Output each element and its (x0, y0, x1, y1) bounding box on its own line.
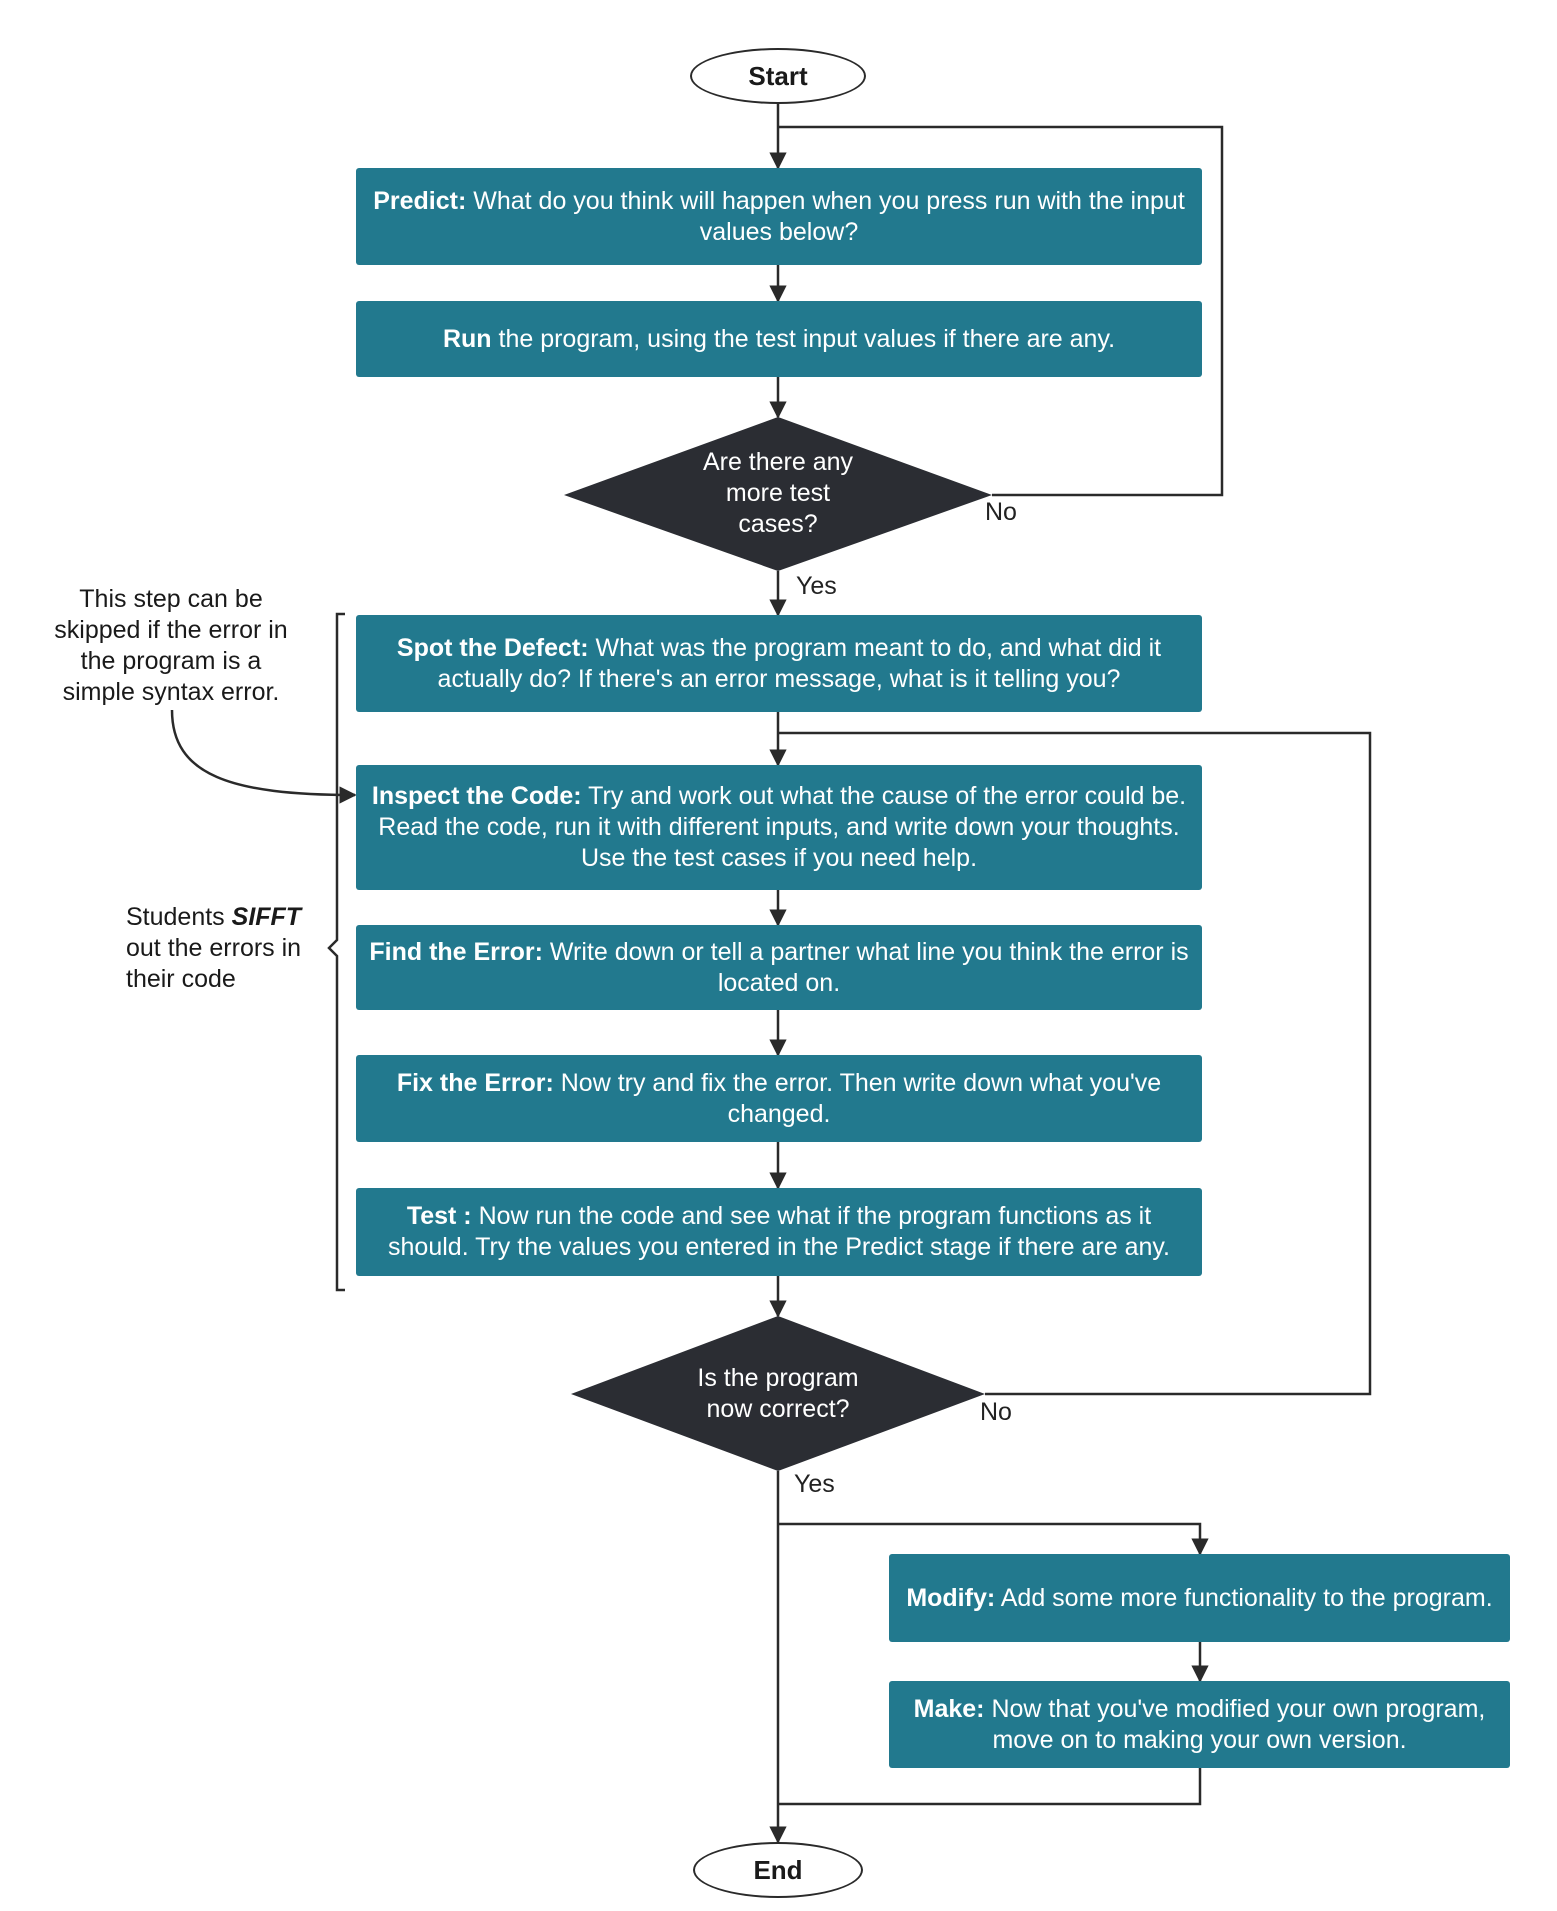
sifft-note-prefix: Students (126, 903, 232, 931)
run-text: the program, using the test input values… (491, 324, 1116, 353)
spot-label: Spot the Defect: (396, 633, 589, 662)
arrow-no-loop-to-inspect (778, 731, 1372, 1396)
modify-step: Modify: Add some more functionality to t… (889, 1554, 1510, 1642)
decision-correct-shape (571, 1316, 985, 1471)
inspect-step: Inspect the Code: Try and work out what … (356, 765, 1202, 890)
spot-text: What was the program meant to do, and wh… (437, 633, 1162, 693)
run-label: Run (442, 324, 492, 353)
arrow-no-loop-to-predict (778, 125, 1224, 497)
predict-step: Predict: What do you think will happen w… (356, 168, 1202, 265)
edge-label-yes-2: Yes (794, 1470, 835, 1498)
edge-label-no-2: No (980, 1398, 1012, 1426)
start-terminal: Start (690, 48, 866, 104)
sifft-note-suffix: out the errors in their code (126, 934, 302, 993)
fix-label: Fix the Error: (396, 1068, 554, 1097)
arrow-branch-to-modify (778, 1522, 1209, 1556)
make-label: Make: (913, 1694, 985, 1723)
decision-more-tests-shape (564, 417, 992, 571)
test-label: Test : (406, 1202, 472, 1230)
fix-text: Now try and fix the error. Then write do… (553, 1068, 1162, 1128)
test-step: Test : Now run the code and see what if … (356, 1188, 1202, 1276)
sifft-note: Students SIFFT out the errors in their c… (126, 902, 326, 995)
test-text: Now run the code and see what if the pro… (388, 1202, 1170, 1261)
sifft-acronym: SIFFT (231, 903, 302, 931)
run-step: Run the program, using the test input va… (356, 301, 1202, 377)
end-terminal: End (693, 1842, 863, 1898)
find-step: Find the Error: Write down or tell a par… (356, 925, 1202, 1010)
edge-label-no-1: No (985, 498, 1017, 526)
spot-step: Spot the Defect: What was the program me… (356, 615, 1202, 712)
inspect-label: Inspect the Code: (371, 782, 582, 810)
decision-more-tests-text: Are there any more test cases? (702, 447, 854, 538)
modify-text: Add some more functionality to the progr… (995, 1583, 1493, 1612)
make-text: Now that you've modified your own progra… (984, 1694, 1486, 1754)
predict-text: What do you think will happen when you p… (466, 186, 1185, 246)
edge-label-yes-1: Yes (796, 572, 837, 600)
inspect-text: Try and work out what the cause of the e… (378, 782, 1187, 872)
modify-label: Modify: (906, 1583, 996, 1612)
fix-step: Fix the Error: Now try and fix the error… (356, 1055, 1202, 1142)
find-label: Find the Error: (369, 937, 543, 966)
arrow-make-merge (778, 1768, 1202, 1806)
make-step: Make: Now that you've modified your own … (889, 1681, 1510, 1768)
find-text: Write down or tell a partner what line y… (542, 937, 1189, 997)
bracket-brace (327, 612, 345, 1292)
predict-label: Predict: (373, 186, 467, 215)
annotation-curve (170, 709, 357, 804)
skip-note: This step can be skipped if the error in… (54, 585, 288, 706)
decision-correct-text: Is the program now correct? (697, 1364, 859, 1423)
